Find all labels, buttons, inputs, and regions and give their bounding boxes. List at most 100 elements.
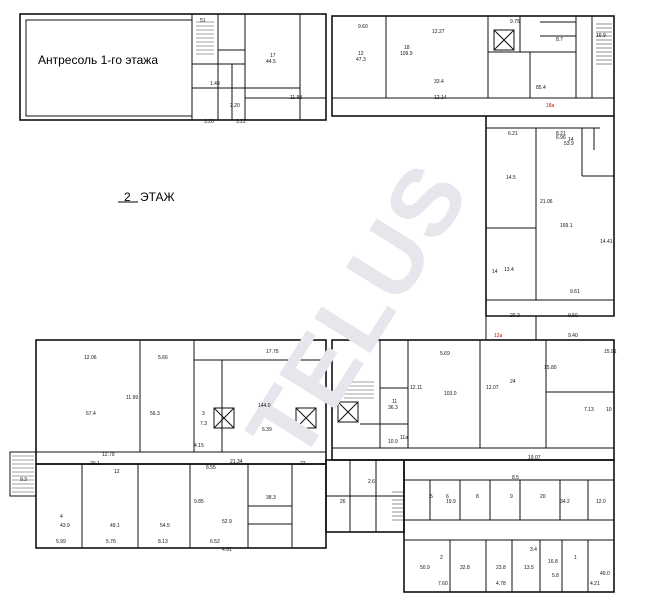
dimension: 14.41 bbox=[600, 239, 613, 245]
center-corridor bbox=[325, 459, 405, 533]
room-area: 38.3 bbox=[266, 495, 276, 501]
room-area: 19.9 bbox=[446, 499, 456, 505]
room-area: 47.3 bbox=[356, 57, 366, 63]
dimension: 12.14 bbox=[434, 95, 447, 101]
room-number: 18 bbox=[404, 45, 410, 51]
room-number: 17 bbox=[270, 53, 276, 59]
room-number: 51 bbox=[200, 18, 206, 24]
room-area: 36.3 bbox=[388, 405, 398, 411]
room-area: 8.5 bbox=[512, 475, 519, 481]
room-area: 67.4 bbox=[86, 411, 96, 417]
dimension: 4.91 bbox=[222, 547, 232, 553]
dimension: 12.27 bbox=[432, 29, 445, 35]
room-number: 10 bbox=[606, 407, 612, 413]
dimension: 6.39 bbox=[262, 427, 272, 433]
room-area: 3.4 bbox=[530, 547, 537, 553]
floor-number: 2 bbox=[124, 190, 131, 204]
dimension: 12.06 bbox=[84, 355, 97, 361]
dimension: 9.61 bbox=[570, 289, 580, 295]
room-area: 10.9 bbox=[388, 439, 398, 445]
upper-right-wing bbox=[331, 15, 615, 117]
dimension: 6.96 bbox=[556, 135, 566, 141]
dimension: 9.60 bbox=[358, 24, 368, 30]
room-area: 56.3 bbox=[150, 411, 160, 417]
room-number: 11 bbox=[392, 399, 398, 405]
dimension: 8.13 bbox=[158, 539, 168, 545]
dimension: 4.15 bbox=[194, 443, 204, 449]
room-area: 13.5 bbox=[524, 565, 534, 571]
room-number: 3 bbox=[202, 411, 205, 417]
room-area: 12.0 bbox=[596, 499, 606, 505]
room-number: 20 bbox=[540, 494, 546, 500]
dimension: 5.66 bbox=[158, 355, 168, 361]
room-area: 49.0 bbox=[600, 571, 610, 577]
dimension: 15.80 bbox=[544, 365, 557, 371]
dimension: 2.20 bbox=[230, 103, 240, 109]
room-area: 50.9 bbox=[420, 565, 430, 571]
room-number: 22 bbox=[300, 461, 306, 467]
dimension: 5.69 bbox=[440, 351, 450, 357]
dimension: 6.21 bbox=[508, 131, 518, 137]
room-area: 34.2 bbox=[560, 499, 570, 505]
mezzanine-label-box bbox=[25, 19, 193, 117]
room-area: 14.5 bbox=[506, 175, 516, 181]
right-vertical-wing bbox=[485, 116, 615, 340]
room-area: 43.9 bbox=[60, 523, 70, 529]
room-area: 103.0 bbox=[444, 391, 457, 397]
room-area: 16.9 bbox=[596, 33, 606, 39]
dimension: 9.85 bbox=[194, 499, 204, 505]
room-number: 5 bbox=[430, 494, 433, 500]
room-area: 7.3 bbox=[200, 421, 207, 427]
dimension: 8.21 bbox=[556, 131, 566, 137]
room-area: 13.4 bbox=[504, 267, 514, 273]
dimension: 3.22 bbox=[236, 119, 246, 125]
room-number: 14 bbox=[492, 269, 498, 275]
dimension: 19.07 bbox=[528, 455, 541, 461]
room-number: 2 bbox=[440, 555, 443, 561]
room-number red: 18a bbox=[546, 103, 555, 109]
room-area: 20.3 bbox=[510, 313, 520, 319]
room-number: 6 bbox=[446, 494, 449, 500]
dimension: 9.75 bbox=[510, 19, 520, 25]
room-area: 53.9 bbox=[564, 141, 574, 147]
room-number: 12 bbox=[114, 469, 120, 475]
room-area: 8.7 bbox=[556, 37, 563, 43]
room-number: 24 bbox=[510, 379, 516, 385]
dimension: 12.79 bbox=[102, 452, 115, 458]
left-bottom-row bbox=[9, 451, 327, 549]
dimension: 11.99 bbox=[126, 395, 139, 401]
dimension: 21.06 bbox=[540, 199, 553, 205]
room-area: 33.4 bbox=[434, 79, 444, 85]
floor-label: ЭТАЖ bbox=[140, 190, 175, 204]
room-area: 52.9 bbox=[222, 519, 232, 525]
room-number: 4 bbox=[60, 514, 63, 520]
room-area: 85.4 bbox=[536, 85, 546, 91]
dimension: 17.75 bbox=[266, 349, 279, 355]
room-number: 14 bbox=[568, 137, 574, 143]
dimension: 9.50 bbox=[568, 313, 578, 319]
room-area: 5.8 bbox=[552, 573, 559, 579]
room-area: 44.5 bbox=[266, 59, 276, 65]
dimension: 4.21 bbox=[590, 581, 600, 587]
room-number: 9 bbox=[510, 494, 513, 500]
dimension: 6.52 bbox=[210, 539, 220, 545]
dimension: 12.11 bbox=[410, 385, 423, 391]
bottom-right-offices bbox=[392, 459, 615, 593]
room-area: 9.3 bbox=[20, 477, 27, 483]
dimension: 11.93 bbox=[290, 95, 303, 101]
dimension: 7.60 bbox=[438, 581, 448, 587]
dimension: 5.99 bbox=[56, 539, 66, 545]
room-area: 16.8 bbox=[548, 559, 558, 565]
mezzanine-block bbox=[19, 13, 327, 121]
room-number: 1 bbox=[574, 555, 577, 561]
room-area: 49.1 bbox=[110, 523, 120, 529]
room-area: 2.6 bbox=[368, 479, 375, 485]
dimension: 12.07 bbox=[486, 385, 499, 391]
dimension: 5.76 bbox=[106, 539, 116, 545]
room-area: 144.0 bbox=[258, 403, 271, 409]
room-number red: 12a bbox=[494, 333, 503, 339]
room-number: 11a bbox=[400, 435, 408, 441]
dimension: 8.55 bbox=[206, 465, 216, 471]
